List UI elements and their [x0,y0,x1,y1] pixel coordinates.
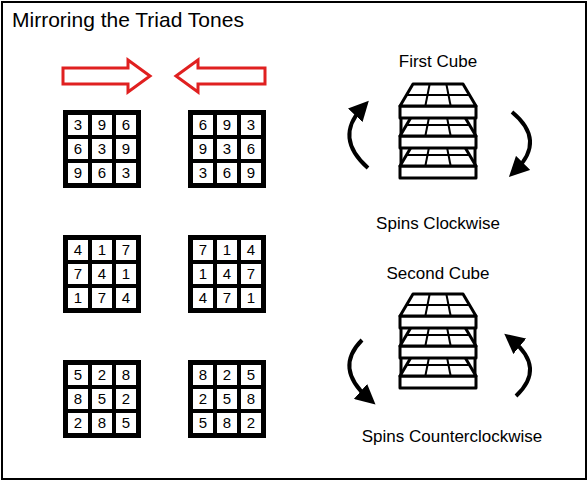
cube-caption: Spins Clockwise [376,214,500,234]
grid-cell: 3 [215,137,239,161]
cube-drawing [400,84,476,178]
grid-cell: 6 [66,137,90,161]
grid-cell: 5 [90,387,114,411]
cube-drawing [400,294,476,388]
number-grid: 825258582 [188,360,266,438]
grid-cell: 4 [191,286,215,310]
cube-grid-line [407,154,470,156]
grid-cell: 3 [90,137,114,161]
red-arrow-right [63,60,150,92]
grid-cell: 6 [215,161,239,185]
grid-cell: 8 [66,387,90,411]
rotation-arrow [349,108,368,168]
cube-layer-front [400,136,476,148]
grid-cell: 5 [66,363,90,387]
grid-cell: 4 [239,238,263,262]
grid-cell: 3 [114,161,138,185]
cube-layer-front [400,376,476,388]
grid-cell: 4 [215,262,239,286]
number-grid: 693936369 [188,110,266,188]
rotation-arrow [349,340,368,398]
grid-cell: 1 [215,238,239,262]
grid-cell: 1 [239,286,263,310]
number-grid: 528852285 [63,360,141,438]
grid-cell: 1 [114,262,138,286]
grid-cell: 4 [66,238,90,262]
grid-cell: 9 [239,161,263,185]
cube-layer-front [400,346,476,358]
grid-cell: 7 [191,238,215,262]
grid-cell: 5 [114,411,138,435]
grid-cell: 9 [215,113,239,137]
grid-cell: 2 [215,363,239,387]
cube-grid-line [407,124,470,126]
grid-cell: 6 [90,161,114,185]
grid-cell: 1 [90,238,114,262]
grid-cell: 1 [191,262,215,286]
cube-caption: Spins Counterclockwise [362,427,542,447]
grid-cell: 9 [66,161,90,185]
rotation-arrow [512,112,530,170]
grid-cell: 8 [191,363,215,387]
grid-cell: 4 [90,262,114,286]
cube-grid-line [407,94,470,96]
grid-cell: 6 [191,113,215,137]
cube-layer-front [400,166,476,178]
grid-cell: 1 [66,286,90,310]
rotation-arrow [512,340,530,396]
red-arrow-left [176,60,265,92]
grid-cell: 5 [239,363,263,387]
number-grid: 714147471 [188,235,266,313]
cube-layer-top [400,84,476,106]
grid-cell: 3 [66,113,90,137]
grid-cell: 2 [191,387,215,411]
grid-cell: 2 [90,363,114,387]
cube-grid-line [407,304,470,306]
grid-cell: 2 [239,411,263,435]
grid-cell: 9 [90,113,114,137]
grid-cell: 2 [114,387,138,411]
title: Mirroring the Triad Tones [12,8,244,32]
grid-cell: 2 [66,411,90,435]
grid-cell: 9 [114,137,138,161]
grid-cell: 8 [215,411,239,435]
cube-caption: First Cube [399,52,477,72]
cube-layer-front [400,106,476,118]
grid-cell: 7 [215,286,239,310]
grid-cell: 9 [191,137,215,161]
grid-cell: 4 [114,286,138,310]
cube-grid-line [407,364,470,366]
number-grid: 396639963 [63,110,141,188]
grid-cell: 3 [239,113,263,137]
grid-cell: 6 [114,113,138,137]
grid-cell: 3 [191,161,215,185]
grid-cell: 5 [191,411,215,435]
grid-cell: 7 [90,286,114,310]
grid-cell: 7 [239,262,263,286]
cube-grid-line [407,334,470,336]
grid-cell: 5 [215,387,239,411]
grid-cell: 6 [239,137,263,161]
grid-cell: 7 [66,262,90,286]
grid-cell: 8 [90,411,114,435]
cube-caption: Second Cube [386,264,489,284]
cube-layer-front [400,316,476,328]
grid-cell: 7 [114,238,138,262]
cube-layer-top [400,294,476,316]
grid-cell: 8 [239,387,263,411]
grid-cell: 8 [114,363,138,387]
number-grid: 417741174 [63,235,141,313]
